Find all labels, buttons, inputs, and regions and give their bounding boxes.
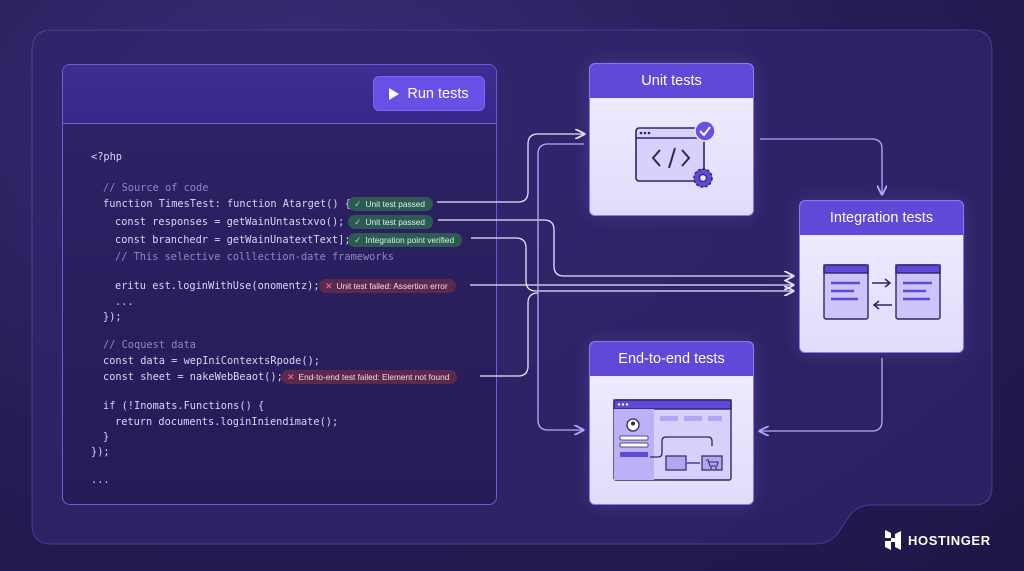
code-line: ... (115, 296, 134, 308)
unit-tests-card: Unit tests (589, 63, 754, 216)
code-line: // Source of code (103, 182, 209, 194)
end-to-end-illustration (613, 399, 732, 481)
code-line: }); (103, 311, 122, 323)
code-line: const data = wepIniContextsRpode(); (103, 355, 320, 367)
code-line: }); (91, 446, 110, 458)
test-status-badge: ✓ Unit test passed (348, 215, 434, 229)
connector (537, 143, 584, 430)
connector (760, 138, 882, 194)
cross-icon: ✕ (287, 372, 295, 382)
connector (760, 358, 883, 431)
end-to-end-tests-title: End-to-end tests (590, 342, 753, 376)
code-line: function TimesTest: function Atarget() { (103, 198, 351, 210)
integration-tests-card: Integration tests (799, 200, 964, 353)
connector (438, 219, 793, 276)
connector (437, 134, 584, 203)
code-line: if (!Inomats.Functions() { (103, 400, 265, 412)
test-status-badge: ✕ End-to-end test failed: Element not fo… (281, 370, 458, 384)
test-status-badge: ✓ Unit test passed (348, 197, 434, 211)
cart-icon (706, 459, 719, 469)
code-line: <?php (91, 151, 122, 163)
integration-tests-title: Integration tests (800, 201, 963, 235)
play-icon (389, 87, 400, 100)
code-area: <?php // Source of code function TimesTe… (63, 123, 496, 504)
integration-illustration (823, 264, 941, 320)
code-line: const sheet = nakeWebBeaot(); (103, 371, 283, 383)
hostinger-logo-icon (885, 530, 901, 550)
run-tests-button[interactable]: Run tests (374, 77, 484, 110)
user-icon (626, 418, 640, 432)
code-line: } (103, 431, 110, 443)
code-editor: Run tests <?php // Source of code functi… (62, 64, 497, 505)
check-icon: ✓ (354, 217, 362, 227)
check-icon: ✓ (354, 235, 362, 245)
editor-header: Run tests (63, 65, 496, 124)
brand-name: HOSTINGER (908, 532, 991, 548)
code-line: ... (91, 474, 110, 486)
unit-tests-title: Unit tests (590, 64, 753, 98)
check-circle-icon (694, 120, 716, 142)
run-tests-label: Run tests (407, 85, 469, 102)
connector (480, 292, 539, 377)
code-line: const responses = getWainUntastxvo(); (115, 216, 345, 228)
test-status-badge: ✕ Unit test failed: Assertion error (319, 279, 456, 293)
brand-logo: HOSTINGER (884, 529, 991, 551)
check-icon: ✓ (354, 199, 362, 209)
code-line: // Coquest data (103, 339, 196, 351)
connector (471, 237, 793, 291)
code-line: eritu est.loginWithUse(onomentz); (115, 280, 320, 292)
end-to-end-tests-card: End-to-end tests (589, 341, 754, 505)
code-window-icon (635, 120, 716, 188)
code-line: const branchedr = getWainUnatextText]; (115, 234, 351, 246)
test-status-badge: ✓ Integration point verified (348, 233, 463, 247)
gear-icon (693, 168, 713, 188)
code-line: // This selective colllection-date frame… (115, 251, 394, 263)
code-line: return documents.loginIniendimate(); (115, 416, 339, 428)
cross-icon: ✕ (325, 281, 333, 291)
